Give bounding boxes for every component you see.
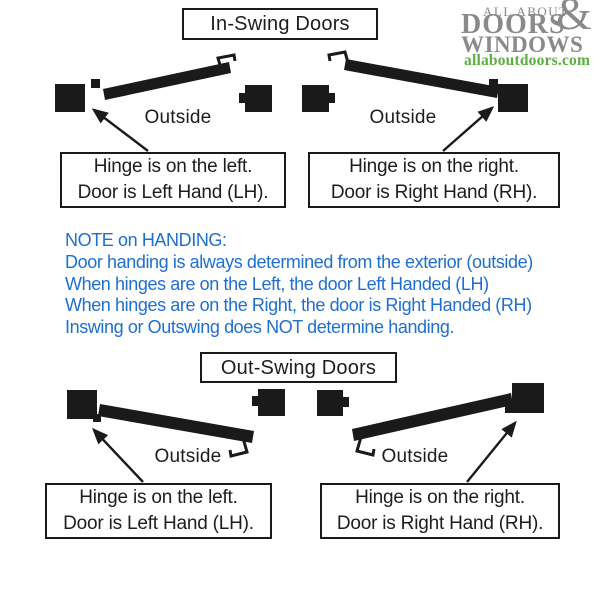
strike-jamb — [258, 389, 285, 416]
door-handle-icon — [228, 437, 249, 458]
outswing-right-caption-box: Hinge is on the right. Door is Right Han… — [320, 483, 560, 539]
note-line: Inswing or Outswing does NOT determine h… — [65, 317, 455, 338]
all-about-doors-windows-logo: ALL ABOUT & DOORS WINDOWS allaboutdoors.… — [455, 0, 600, 72]
caption-line: Hinge is on the right. — [355, 487, 525, 508]
hinge-pointer-arrow-icon — [442, 106, 495, 152]
hinge-pointer-arrow-icon — [466, 420, 517, 483]
door-panel — [98, 404, 254, 443]
inswing-right-door-diagram — [302, 50, 528, 152]
logo-all-about-text: ALL ABOUT — [483, 4, 569, 19]
hinge-jamb — [498, 84, 528, 112]
strike-jamb — [302, 85, 329, 112]
caption-line: Hinge is on the left. — [93, 156, 253, 177]
strike-jamb — [245, 85, 272, 112]
outswing-left-door-diagram — [67, 389, 285, 483]
hinge-pivot — [93, 414, 101, 422]
hinge-jamb — [55, 84, 85, 112]
logo-windows-text: WINDOWS — [461, 32, 584, 57]
strike-plate — [252, 396, 258, 406]
inswing-left-caption-box: Hinge is on the left. Door is Left Hand … — [60, 152, 286, 208]
outswing-title-box: Out-Swing Doors — [200, 352, 397, 383]
inswing-right-caption-box: Hinge is on the right. Door is Right Han… — [308, 152, 560, 208]
inswing-title-box: In-Swing Doors — [182, 8, 378, 40]
note-line: Door handing is always determined from t… — [65, 251, 533, 272]
logo-ampersand: & — [556, 0, 592, 39]
caption-line: Door is Left Hand (LH). — [63, 513, 254, 534]
outside-label: Outside — [381, 446, 449, 467]
note-heading: NOTE on HANDING: — [65, 230, 227, 250]
hinge-pointer-arrow-icon — [92, 427, 144, 483]
strike-plate — [239, 93, 245, 103]
hinge-pointer-arrow-icon — [91, 108, 149, 152]
outswing-right-door-diagram — [317, 383, 544, 483]
outswing-left-caption-box: Hinge is on the left. Door is Left Hand … — [45, 483, 272, 539]
strike-jamb — [317, 390, 343, 416]
inswing-title: In-Swing Doors — [210, 13, 350, 35]
note-line: When hinges are on the Right, the door i… — [65, 295, 532, 316]
outside-label: Outside — [144, 107, 212, 128]
hinge-pivot — [489, 79, 498, 88]
outside-label: Outside — [369, 107, 437, 128]
hinge-pivot — [91, 79, 100, 88]
caption-line: Hinge is on the left. — [79, 487, 238, 508]
caption-line: Door is Right Hand (RH). — [330, 182, 538, 203]
caption-line: Door is Left Hand (LH). — [77, 182, 269, 203]
door-panel — [352, 393, 513, 441]
hinge-pivot — [505, 405, 513, 413]
strike-plate — [343, 397, 349, 407]
handing-note: NOTE on HANDING: Door handing is always … — [65, 230, 595, 339]
hinge-jamb — [512, 383, 544, 413]
logo-doors-text: DOORS — [461, 9, 566, 40]
caption-line: Door is Right Hand (RH). — [336, 513, 544, 534]
outside-label: Outside — [154, 446, 222, 467]
door-handle-icon — [355, 436, 376, 457]
door-panel — [103, 62, 231, 100]
inswing-left-door-diagram — [55, 53, 272, 152]
door-handle-icon — [216, 53, 237, 73]
note-line: When hinges are on the Left, the door Le… — [65, 273, 489, 294]
door-handle-icon — [327, 50, 351, 67]
door-panel — [344, 59, 499, 98]
logo-website-url: allaboutdoors.com — [464, 52, 591, 69]
hinge-jamb — [67, 390, 97, 419]
strike-plate — [329, 93, 335, 103]
outswing-title: Out-Swing Doors — [220, 356, 377, 379]
caption-line: Hinge is on the right. — [349, 156, 519, 177]
